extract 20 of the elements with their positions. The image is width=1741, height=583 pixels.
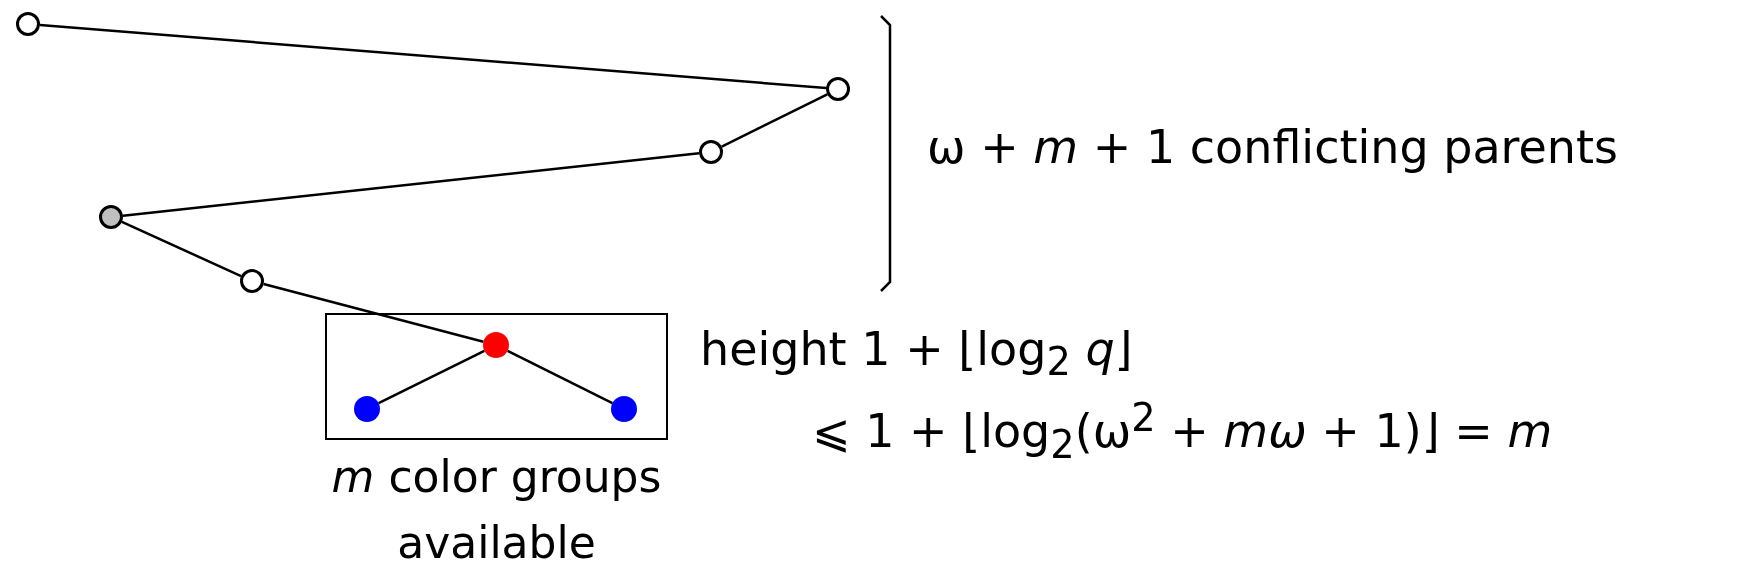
connector-line (39, 23, 827, 90)
group-rectangle (325, 313, 668, 440)
box-caption: m color groups available (330, 450, 663, 570)
connector-line (507, 349, 613, 405)
annotation-text: ω + m + 1 conflicting parents (927, 120, 1618, 176)
connector-line (122, 152, 700, 217)
filled-dot-node (354, 396, 380, 422)
connector-line (121, 220, 242, 278)
formula-text: ⩽ 1 + ⌊log$_{2}$(ω$^{2}$ + mω + 1)⌋ = m (812, 395, 1553, 468)
open-circle-node (240, 269, 264, 293)
connector-line (721, 93, 828, 148)
open-circle-node (99, 205, 123, 229)
connector-line (378, 349, 485, 405)
connector-line (263, 282, 484, 343)
formula-text: height 1 + ⌊log$_{2}$ q⌋ (700, 322, 1133, 386)
open-circle-node (699, 140, 723, 164)
filled-dot-node (611, 396, 637, 422)
filled-dot-node (483, 332, 509, 358)
open-circle-node (16, 12, 40, 36)
open-circle-node (826, 77, 850, 101)
